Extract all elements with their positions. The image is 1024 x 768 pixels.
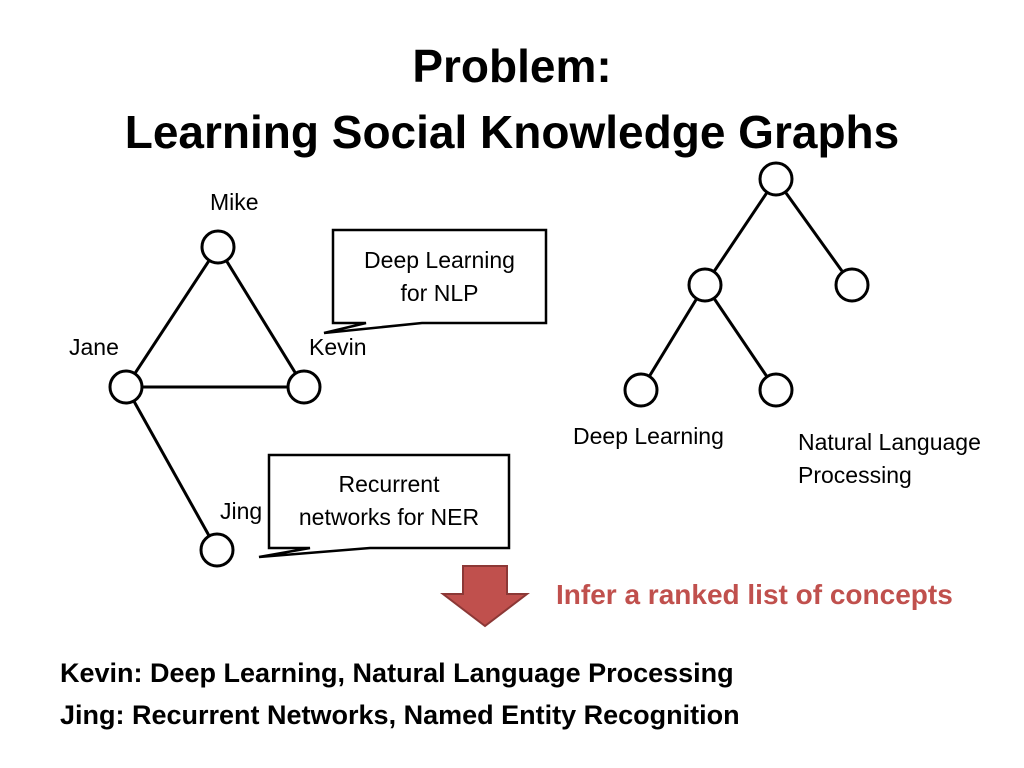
callout-kevin-line-1: Deep Learning [364,247,515,273]
summary-line-jing: Jing: Recurrent Networks, Named Entity R… [60,700,740,730]
label-jing: Jing [220,498,263,524]
callout-jing-shape [258,453,511,559]
callout-kevin: Deep Learning for NLP [333,244,546,310]
node-jing [199,532,235,568]
tree-edge-mid-leaf-right [703,284,778,391]
tree-edge-mid-leaf-left [639,284,707,391]
node-kevin [286,369,322,405]
tree-node-mid [687,267,723,303]
tree-node-leaf-right [758,372,794,408]
label-jane: Jane [69,334,119,360]
tree-label-nlp-line-1: Natural Language [798,429,981,455]
node-jane [108,369,144,405]
tree-edge-root-right [774,178,854,286]
edge-jane-jing [124,386,219,551]
tree-node-leaf-left [623,372,659,408]
callout-kevin-shape [323,228,548,335]
tree-node-root [758,161,794,197]
node-mike [200,229,236,265]
edge-mike-jane [124,246,220,388]
tree-node-right [834,267,870,303]
tree-label-deep-learning: Deep Learning [573,423,724,449]
tree-edge-root-left [703,178,778,286]
summary-line-kevin: Kevin: Deep Learning, Natural Language P… [60,658,734,688]
edge-mike-kevin [216,246,306,388]
tree-label-nlp: Natural Language Processing [798,426,981,492]
label-mike: Mike [210,189,259,215]
label-kevin: Kevin [309,334,367,360]
callout-jing: Recurrent networks for NER [269,468,509,534]
callout-jing-line-1: Recurrent [338,471,440,497]
infer-caption: Infer a ranked list of concepts [556,579,953,610]
down-arrow-icon [440,565,530,628]
tree-label-nlp-line-2: Processing [798,462,912,488]
callout-kevin-line-2: for NLP [400,280,479,306]
callout-jing-line-2: networks for NER [298,504,480,530]
slide-title-line-1: Problem: [412,40,612,92]
slide-title-line-2: Learning Social Knowledge Graphs [124,106,900,158]
